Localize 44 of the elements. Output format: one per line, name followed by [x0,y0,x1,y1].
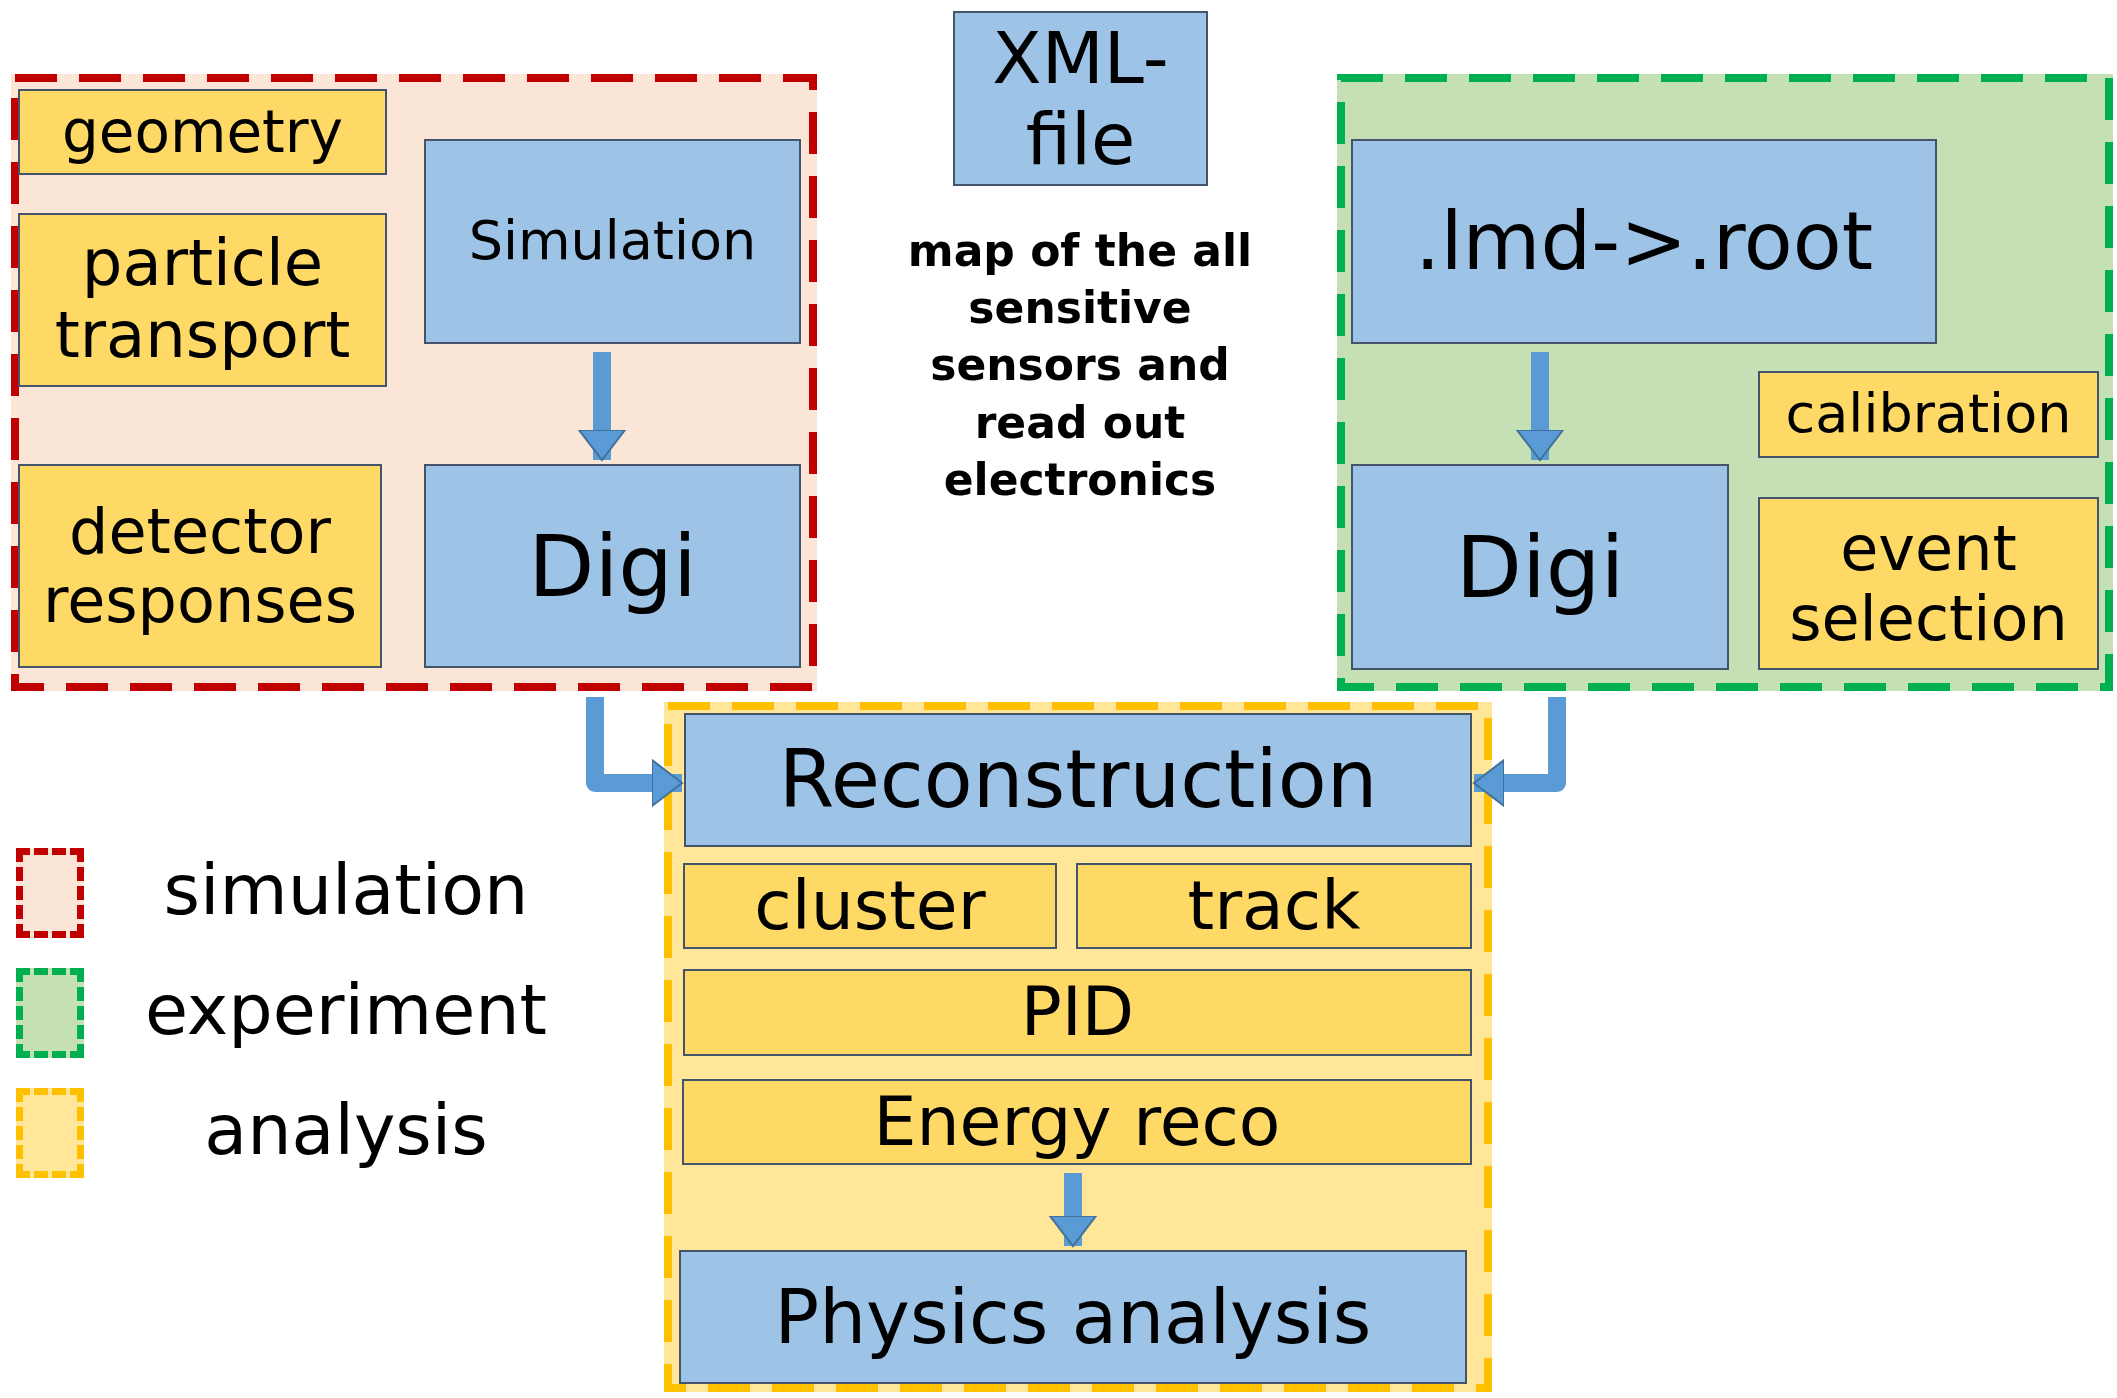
process-box [1758,371,2099,458]
legend-label: experiment [143,968,549,1052]
process-box [18,213,387,387]
note-text: map of the all sensitive sensors and read out electronics [906,224,1254,507]
dashed-group-panel [664,702,1492,1392]
box-label: particle transport [53,228,352,372]
process-box [424,139,801,344]
process-box [424,464,801,668]
process-box [18,89,387,175]
block-arrow [1473,697,1566,807]
legend-label: simulation [162,848,530,932]
box-label: detector responses [42,496,358,636]
process-box [1351,464,1729,670]
box-label: Digi [528,517,697,615]
dashed-group-panel [11,74,817,691]
box-label: PID [1020,974,1135,1051]
process-box [682,1079,1472,1165]
process-box [683,863,1057,949]
block-arrow [1049,1173,1097,1247]
box-label: cluster [754,867,986,945]
box-label: XML- file [991,17,1170,180]
process-box [953,11,1208,186]
block-arrow [1516,352,1564,461]
box-label: geometry [61,99,344,165]
process-box [1076,863,1472,949]
process-box [679,1250,1467,1384]
block-arrow [586,697,683,807]
process-box [683,969,1472,1056]
box-label: Digi [1455,518,1625,616]
dashed-group-panel [1337,74,2113,691]
process-box [684,713,1472,847]
legend-label: analysis [203,1088,489,1172]
box-label: track [1187,867,1361,945]
box-label: Energy reco [873,1083,1281,1161]
box-label: event selection [1788,514,2069,653]
process-box [1351,139,1937,344]
box-label: Simulation [468,211,757,272]
process-box [1758,497,2099,670]
box-label: .lmd->.root [1414,196,1874,287]
box-label: calibration [1785,384,2072,445]
box-label: Reconstruction [778,735,1378,825]
process-box [18,464,382,668]
box-label: Physics analysis [774,1275,1372,1359]
block-arrow [578,352,626,461]
